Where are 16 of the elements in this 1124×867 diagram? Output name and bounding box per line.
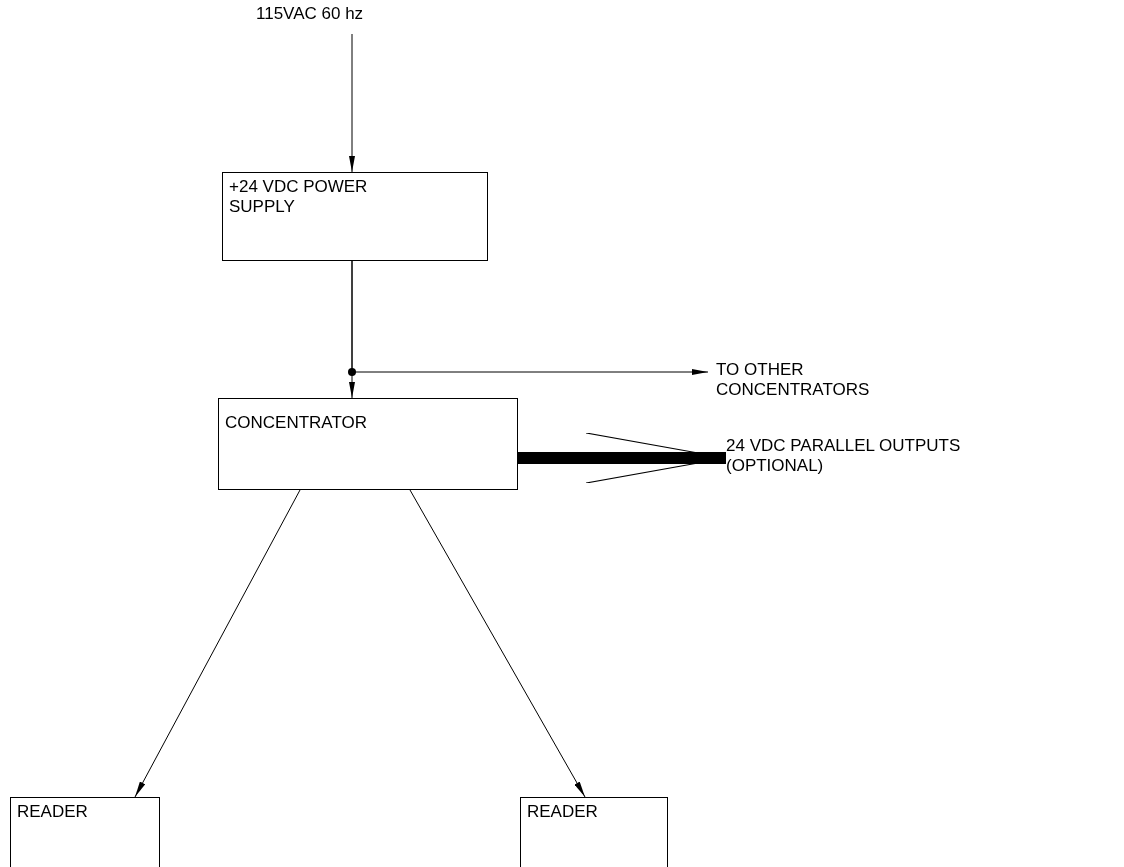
- text-label: TO OTHER CONCENTRATORS: [716, 360, 936, 404]
- box-label: READER: [17, 802, 89, 822]
- arrow: [134, 489, 301, 798]
- box-label: CONCENTRATOR: [225, 413, 368, 433]
- block-box: [520, 797, 668, 867]
- text-label: 24 VDC PARALLEL OUTPUTS (OPTIONAL): [726, 436, 1026, 480]
- arrow: [409, 489, 586, 798]
- box-label: READER: [527, 802, 599, 822]
- arrow: [349, 260, 355, 399]
- text-label: 115VAC 60 hz: [256, 4, 386, 26]
- hollow-arrow: [518, 432, 727, 484]
- box-label: +24 VDC POWER SUPPLY: [229, 177, 369, 217]
- block-box: [218, 398, 518, 490]
- block-box: [222, 172, 488, 261]
- block-box: [10, 797, 160, 867]
- arrow: [349, 33, 355, 173]
